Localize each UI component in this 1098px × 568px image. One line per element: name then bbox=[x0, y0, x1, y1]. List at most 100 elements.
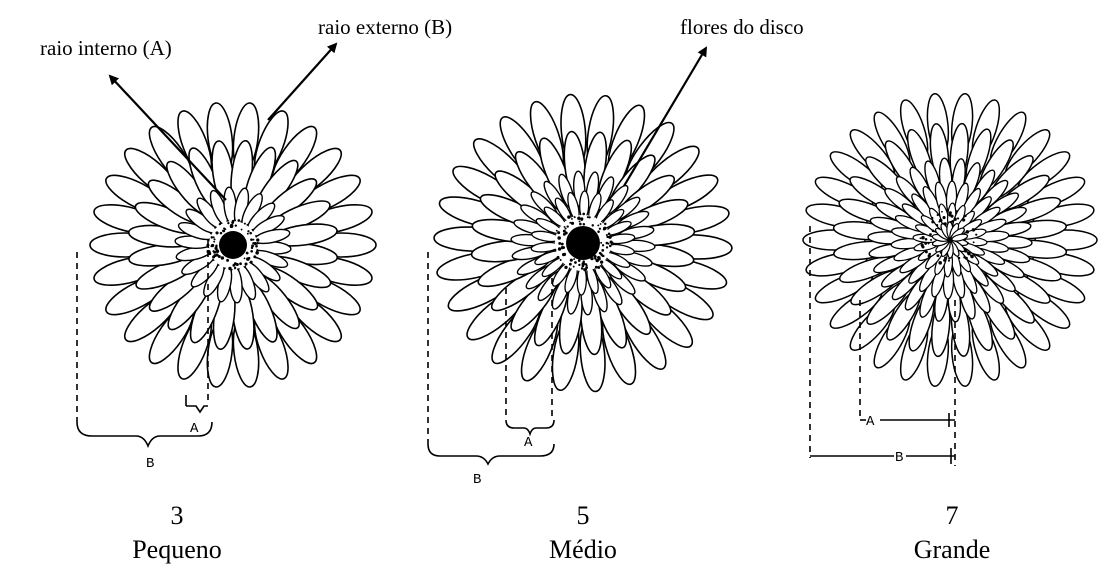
disc-floret-dot bbox=[563, 230, 566, 233]
disc-floret-dot bbox=[573, 266, 575, 268]
disc-floret-dot bbox=[228, 267, 231, 270]
disc-floret-dot bbox=[581, 267, 584, 270]
disc-floret-dot bbox=[255, 243, 257, 245]
dimension-letter-b-small: B bbox=[146, 456, 154, 472]
disc-floret-dot bbox=[211, 244, 214, 247]
disc-floret-dot bbox=[975, 234, 977, 236]
disc-floret-dot bbox=[244, 257, 246, 259]
disc-floret-dot bbox=[922, 245, 925, 248]
disc-floret-dot bbox=[966, 230, 970, 234]
disc-floret-dot bbox=[213, 251, 216, 254]
disc-floret-dot bbox=[558, 242, 561, 245]
disc-floret-dot bbox=[607, 243, 609, 245]
disc-floret-dot bbox=[254, 256, 256, 258]
disc-floret-dot bbox=[611, 242, 614, 245]
disc-floret-dot bbox=[585, 266, 588, 269]
disc-floret-dot bbox=[953, 218, 956, 221]
disc-floret-dot bbox=[222, 230, 224, 232]
disc-floret-dot bbox=[582, 213, 585, 216]
disc-floret-dot bbox=[937, 254, 940, 257]
flower-medium bbox=[434, 94, 733, 393]
disc-floret-dot bbox=[592, 224, 594, 226]
disc-floret-dot bbox=[250, 250, 253, 253]
disc-floret-dot bbox=[232, 220, 235, 223]
disc-floret-dot bbox=[246, 252, 248, 254]
disc-floret-dot bbox=[211, 236, 214, 239]
disc-floret-dot bbox=[574, 216, 576, 218]
disc-floret-dot bbox=[558, 247, 561, 250]
dimension-letter-a-large: A bbox=[866, 414, 875, 430]
disc-floret-dot bbox=[597, 256, 600, 259]
disc-floret-dot bbox=[603, 227, 606, 230]
disc-floret-dot bbox=[213, 241, 215, 243]
dimension-letter-b-medium: B bbox=[473, 472, 481, 488]
disc-flowers-label: flores do disco bbox=[680, 17, 804, 38]
disc-floret-dot bbox=[939, 219, 942, 222]
disc-floret-dot bbox=[219, 223, 221, 225]
disc-floret-dot bbox=[216, 249, 220, 253]
flower-small bbox=[90, 102, 376, 389]
disc-floret-dot bbox=[924, 242, 927, 245]
disc-floret-dot bbox=[577, 217, 581, 221]
size-label-medium: Médio bbox=[483, 537, 683, 563]
disc-floret-dot bbox=[941, 211, 943, 213]
disc-floret-dot bbox=[597, 230, 600, 233]
disc-floret-dot bbox=[557, 236, 560, 239]
disc-floret-dot bbox=[556, 230, 558, 232]
disc-floret-dot bbox=[582, 262, 586, 266]
disc-floret-dot bbox=[970, 255, 973, 258]
disc-floret-dot bbox=[234, 267, 236, 269]
disc-floret-dot bbox=[573, 258, 575, 260]
disc-floret-dot bbox=[587, 216, 589, 218]
disc-floret-dot bbox=[967, 252, 970, 255]
disc-floret-dot bbox=[571, 218, 573, 220]
disc-floret-dot bbox=[579, 223, 582, 226]
disc-floret-dot bbox=[578, 264, 580, 266]
outer-ray-label: raio externo (B) bbox=[318, 17, 452, 38]
disc-floret-dot bbox=[599, 228, 601, 230]
disc-floret-dot bbox=[951, 220, 953, 222]
disc-floret-dot bbox=[215, 245, 217, 247]
disc-floret-dot bbox=[248, 257, 251, 260]
disc-floret-dot bbox=[239, 262, 242, 265]
disc-floret-dot bbox=[963, 256, 965, 258]
disc-floret-dot bbox=[557, 231, 560, 234]
disc-floret-dot bbox=[579, 221, 581, 223]
disc-floret-dot bbox=[213, 254, 216, 257]
disc-floret-dot bbox=[571, 222, 574, 225]
score-small: 3 bbox=[97, 503, 257, 529]
disc-floret-dot bbox=[925, 250, 928, 253]
disc-floret-dot bbox=[247, 233, 249, 235]
disc-floret-dot bbox=[957, 217, 959, 219]
disc-floret-dot bbox=[597, 224, 599, 226]
disc-floret-dot bbox=[241, 229, 243, 231]
disc-floret-dot bbox=[602, 244, 604, 246]
flower-center bbox=[566, 226, 600, 260]
disc-floret-dot bbox=[560, 259, 562, 261]
disc-floret-dot bbox=[950, 215, 953, 218]
disc-floret-dot bbox=[569, 263, 572, 266]
disc-floret-dot bbox=[565, 228, 567, 230]
size-label-large: Grande bbox=[852, 537, 1052, 563]
disc-floret-dot bbox=[567, 225, 569, 227]
disc-floret-dot bbox=[919, 237, 921, 239]
disc-floret-dot bbox=[581, 217, 584, 220]
disc-floret-dot bbox=[237, 219, 240, 222]
disc-floret-dot bbox=[563, 233, 566, 236]
disc-floret-dot bbox=[567, 215, 570, 218]
disc-floret-dot bbox=[250, 238, 253, 241]
disc-floret-dot bbox=[602, 255, 604, 257]
disc-floret-dot bbox=[221, 256, 224, 259]
disc-floret-dot bbox=[250, 261, 253, 264]
disc-floret-dot bbox=[937, 214, 939, 216]
disc-floret-dot bbox=[600, 242, 602, 244]
disc-floret-dot bbox=[944, 257, 947, 260]
disc-floret-dot bbox=[244, 223, 246, 225]
disc-floret-dot bbox=[215, 231, 218, 234]
disc-floret-dot bbox=[247, 230, 249, 232]
flower-large bbox=[803, 93, 1097, 387]
size-label-small: Pequeno bbox=[77, 537, 277, 563]
disc-floret-dot bbox=[604, 223, 606, 225]
dimension-letter-a-medium: A bbox=[524, 435, 533, 451]
disc-floret-dot bbox=[562, 253, 565, 256]
